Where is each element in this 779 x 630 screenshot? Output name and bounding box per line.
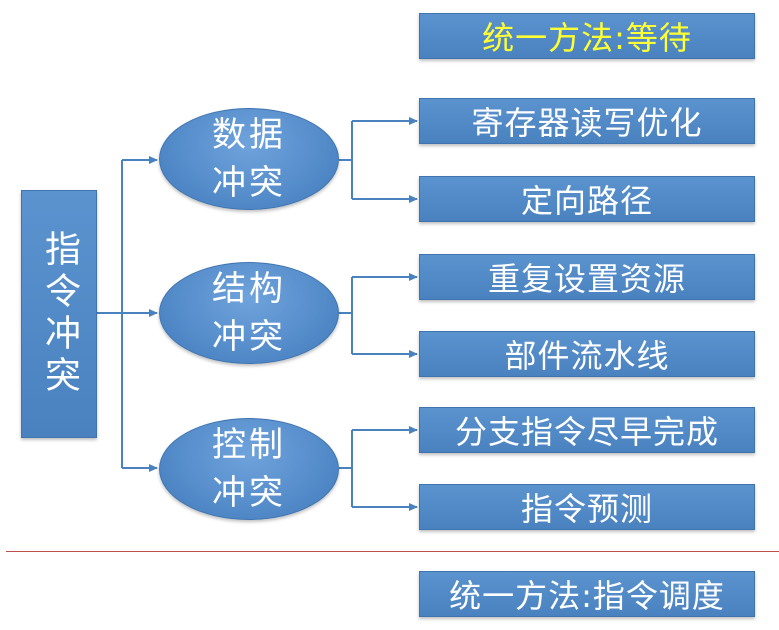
item-instruction-prediction: 指令预测 [419, 484, 755, 530]
item-duplicate-resources: 重复设置资源 [419, 254, 755, 300]
category-control-conflict: 控制 冲突 [159, 418, 339, 520]
category-control-line1: 控制 [212, 425, 286, 465]
category-structure-line1: 结构 [212, 269, 286, 309]
category-control-line2: 冲突 [212, 473, 286, 513]
item-forwarding-path: 定向路径 [419, 176, 755, 222]
method-scheduling-box: 统一方法:指令调度 [419, 571, 755, 617]
item-early-branch-completion: 分支指令尽早完成 [419, 407, 755, 453]
category-data-line1: 数据 [212, 115, 286, 155]
method-wait-box: 统一方法:等待 [419, 13, 755, 59]
category-data-line2: 冲突 [212, 163, 286, 203]
category-structure-line2: 冲突 [212, 317, 286, 357]
item-register-rw-optimization: 寄存器读写优化 [419, 98, 755, 144]
category-data-conflict: 数据 冲突 [159, 108, 339, 210]
divider-line [6, 551, 779, 552]
root-instruction-conflict-box: 指令冲突 [21, 190, 97, 438]
category-structure-conflict: 结构 冲突 [159, 262, 339, 364]
item-component-pipelining: 部件流水线 [419, 331, 755, 377]
